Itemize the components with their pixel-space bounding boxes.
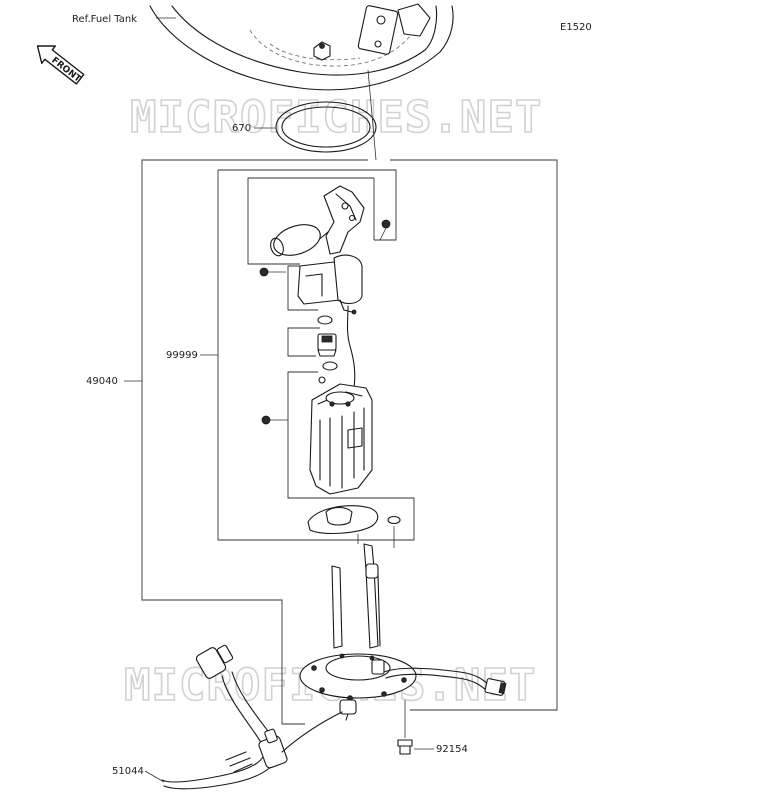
small-o-ring-2 [322,361,338,371]
reference-label: Ref.Fuel Tank [72,14,137,25]
float [270,224,321,257]
pump-flange [299,543,417,721]
label-92154: 92154 [436,744,468,755]
filter-joint [317,333,337,357]
diagram-code: E1520 [560,22,592,33]
fuel-tank-reference [149,3,454,91]
fuel-hose [161,644,343,790]
wire-harness [383,667,507,696]
pressure-regulator [297,254,363,315]
o-ring-670 [275,101,377,153]
label-99999: 99999 [166,350,198,361]
label-670: 670 [232,123,251,134]
filter-base [307,505,401,534]
label-51044: 51044 [112,766,144,777]
label-49040: 49040 [86,376,118,387]
small-o-ring-1 [317,315,333,325]
watermark-top: MICROFICHES.NET [130,92,542,143]
bolt-small-right [379,219,391,241]
bolt-92154 [397,700,413,755]
front-arrow-icon: FRONT [36,45,85,85]
fuel-pump-body [309,383,373,495]
bolt-pump [261,415,288,425]
bolt-small-left [259,267,286,277]
fuel-level-sender [299,185,365,255]
